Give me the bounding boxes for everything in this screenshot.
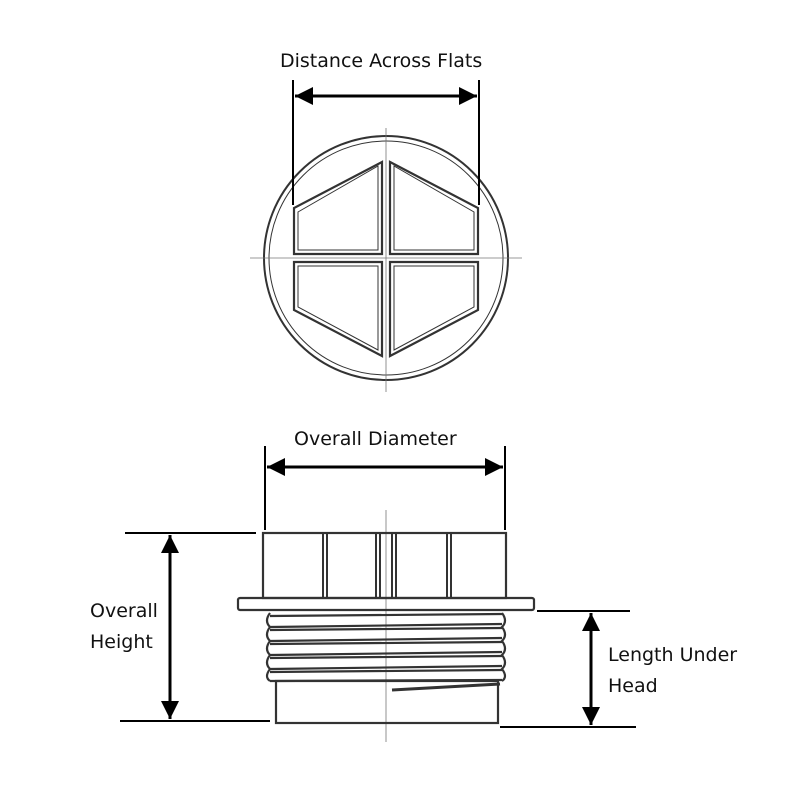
across-flats-dimension bbox=[292, 80, 480, 205]
hex-head bbox=[261, 531, 508, 600]
length-under-head-label-line2: Head bbox=[608, 675, 658, 697]
distance-across-flats-label: Distance Across Flats bbox=[280, 50, 483, 72]
flange bbox=[236, 596, 536, 612]
shank bbox=[274, 679, 500, 725]
length-under-head-label-line1: Length Under bbox=[608, 644, 738, 666]
top-view bbox=[250, 128, 522, 392]
overall-height-label-line2: Height bbox=[90, 631, 153, 653]
overall-height-label-line1: Overall bbox=[90, 600, 158, 622]
length-under-head-dimension bbox=[500, 610, 636, 728]
side-view bbox=[236, 510, 536, 742]
overall-diameter-dimension bbox=[264, 446, 506, 530]
overall-diameter-label: Overall Diameter bbox=[294, 428, 457, 450]
overall-height-dimension bbox=[120, 532, 270, 722]
hex-head-facets bbox=[322, 534, 452, 597]
hex-quadrants bbox=[292, 160, 480, 358]
